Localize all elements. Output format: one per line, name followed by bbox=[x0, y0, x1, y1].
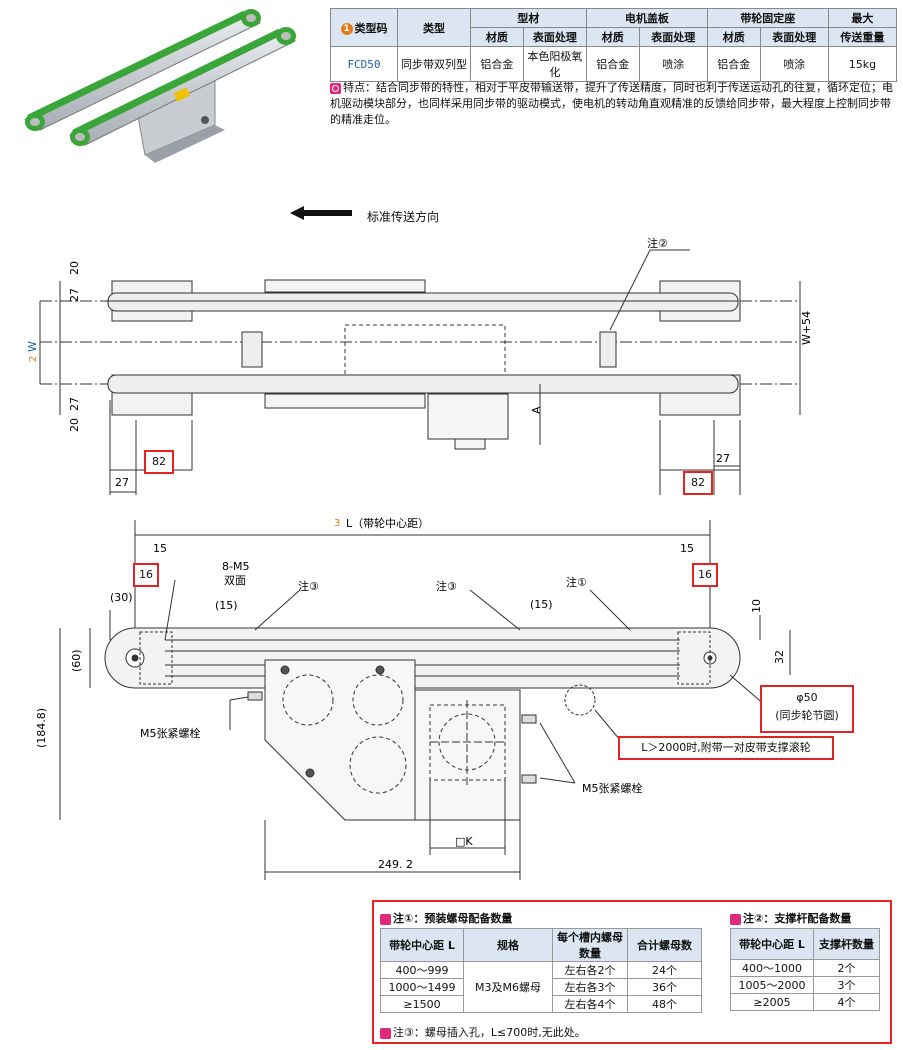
th-surface: 表面处理 bbox=[522, 27, 587, 47]
direction-label: 标准传送方向 bbox=[367, 210, 440, 224]
dim-w54: W+54 bbox=[800, 311, 813, 345]
nut-th-l: 带轮中心距 L bbox=[380, 928, 464, 962]
m5-bolt-right: M5张紧螺栓 bbox=[582, 781, 643, 795]
top-view-drawing: 20 27 27 20 W 2 27 27 W+54 A 注② bbox=[26, 236, 813, 495]
note2-title: 注②：支撑杆配备数量 bbox=[730, 910, 851, 926]
note3b-label: 注③ bbox=[436, 579, 457, 593]
th-surface: 表面处理 bbox=[638, 27, 708, 47]
spec-row: FCD50 同步带双列型 铝合金 本色阳极氧化 铝合金 喷涂 铝合金 喷涂 15… bbox=[330, 46, 898, 82]
w-badge: 2 bbox=[28, 356, 39, 362]
nut-th-per-slot: 每个槽内螺母数量 bbox=[552, 928, 628, 962]
feature-text: 特点：结合同步带的特性，相对于平皮带输送带，提升了传送精度，同时也利于传送运动孔… bbox=[330, 81, 893, 126]
phi50-box: φ50 (同步轮节圆) bbox=[760, 685, 854, 733]
dim-32: 32 bbox=[773, 650, 786, 664]
dim-27-bot: 27 bbox=[68, 397, 81, 411]
roller-note: L＞2000时,附带一对皮带支撑滚轮 bbox=[618, 736, 834, 760]
nut-th-total: 合计螺母数 bbox=[627, 928, 702, 962]
dim-16-left: 16 bbox=[133, 563, 159, 587]
dim-27-top: 27 bbox=[68, 288, 81, 302]
table-row: ≥1500 左右各4个 48个 bbox=[380, 995, 702, 1013]
cell-profile-material: 铝合金 bbox=[470, 46, 524, 82]
note-icon bbox=[730, 913, 741, 925]
cell-motor-surface: 喷涂 bbox=[638, 46, 708, 82]
th-max-load: 最大 bbox=[827, 8, 898, 28]
note3a-label: 注③ bbox=[298, 579, 319, 593]
dim-249: 249. 2 bbox=[378, 858, 413, 871]
support-th-l: 带轮中心距 L bbox=[730, 928, 814, 960]
nut-th-spec: 规格 bbox=[463, 928, 553, 962]
dim-82-left: 82 bbox=[144, 450, 174, 474]
cell-motor-material: 铝合金 bbox=[585, 46, 640, 82]
m5-holes-1: 8-M5 bbox=[222, 560, 249, 573]
note3-text: 注③：螺母插入孔，L≤700时,无此处。 bbox=[380, 1024, 586, 1040]
direction-arrow-icon bbox=[290, 206, 352, 220]
dim-20-bot: 20 bbox=[68, 418, 81, 432]
dim-82-right: 82 bbox=[683, 471, 713, 495]
th-type: 类型 bbox=[397, 8, 471, 47]
feature-icon bbox=[330, 82, 341, 94]
th-max-load-2: 传送重量 bbox=[827, 27, 898, 47]
dim-k: □K bbox=[455, 835, 473, 848]
th-material: 材质 bbox=[706, 27, 761, 47]
notes-box: 注①：预装螺母配备数量 注②：支撑杆配备数量 带轮中心距 L 规格 每个槽内螺母… bbox=[372, 900, 892, 1044]
support-th-count: 支撑杆数量 bbox=[813, 928, 880, 960]
table-row: 400～999 M3及M6螺母 左右各2个 24个 bbox=[380, 961, 702, 1013]
th-motor-cover: 电机盖板 bbox=[585, 8, 708, 28]
dim-15b: (15) bbox=[530, 598, 553, 611]
th-profile: 型材 bbox=[470, 8, 587, 28]
dim-60: (60) bbox=[70, 649, 83, 672]
dim-184: (184.8) bbox=[35, 708, 48, 748]
phi50-caption: (同步轮节圆) bbox=[775, 709, 839, 722]
th-material: 材质 bbox=[585, 27, 640, 47]
dim-15-left: 15 bbox=[153, 542, 167, 555]
dim-30: (30) bbox=[110, 591, 133, 604]
l-badge: 3 bbox=[334, 518, 340, 529]
dim-16-right: 16 bbox=[692, 563, 718, 587]
nut-table: 带轮中心距 L 规格 每个槽内螺母数量 合计螺母数 400～999 M3及M6螺… bbox=[380, 928, 702, 1013]
dim-15-right: 15 bbox=[680, 542, 694, 555]
note-icon bbox=[380, 1027, 391, 1039]
cell-code: FCD50 bbox=[330, 46, 398, 82]
dim-a: A bbox=[530, 406, 543, 414]
l-label: L（带轮中心距） bbox=[346, 516, 429, 530]
th-material: 材质 bbox=[470, 27, 524, 47]
note-icon bbox=[380, 913, 391, 925]
side-view-drawing: 3 L（带轮中心距） 15 15 8-M5 双面 (30) (15) (15) … bbox=[35, 516, 791, 880]
cell-max-load: 15kg bbox=[827, 46, 898, 82]
product-photo bbox=[23, 9, 297, 163]
dim-27-right: 27 bbox=[716, 452, 730, 465]
th-pulley-seat: 带轮固定座 bbox=[706, 8, 829, 28]
table-row: 1000～1499 左右各3个 36个 bbox=[380, 978, 702, 996]
note1-label: 注① bbox=[566, 575, 587, 589]
dim-10: 10 bbox=[750, 599, 763, 613]
dim-w: W bbox=[26, 341, 39, 352]
cell-seat-surface: 喷涂 bbox=[759, 46, 829, 82]
dim-27-left: 27 bbox=[115, 476, 129, 489]
m5-bolt-left: M5张紧螺栓 bbox=[140, 726, 201, 740]
note1-title: 注①：预装螺母配备数量 bbox=[380, 910, 512, 926]
dim-20-top: 20 bbox=[68, 261, 81, 275]
note2-label: 注② bbox=[647, 236, 668, 250]
m5-holes-2: 双面 bbox=[224, 574, 246, 587]
cell-profile-surface: 本色阳极氧化 bbox=[522, 46, 587, 82]
dim-15a: (15) bbox=[215, 599, 238, 612]
cell-seat-material: 铝合金 bbox=[706, 46, 761, 82]
cell-type: 同步带双列型 bbox=[397, 46, 471, 82]
th-surface: 表面处理 bbox=[759, 27, 829, 47]
phi50-value: φ50 bbox=[796, 691, 818, 704]
